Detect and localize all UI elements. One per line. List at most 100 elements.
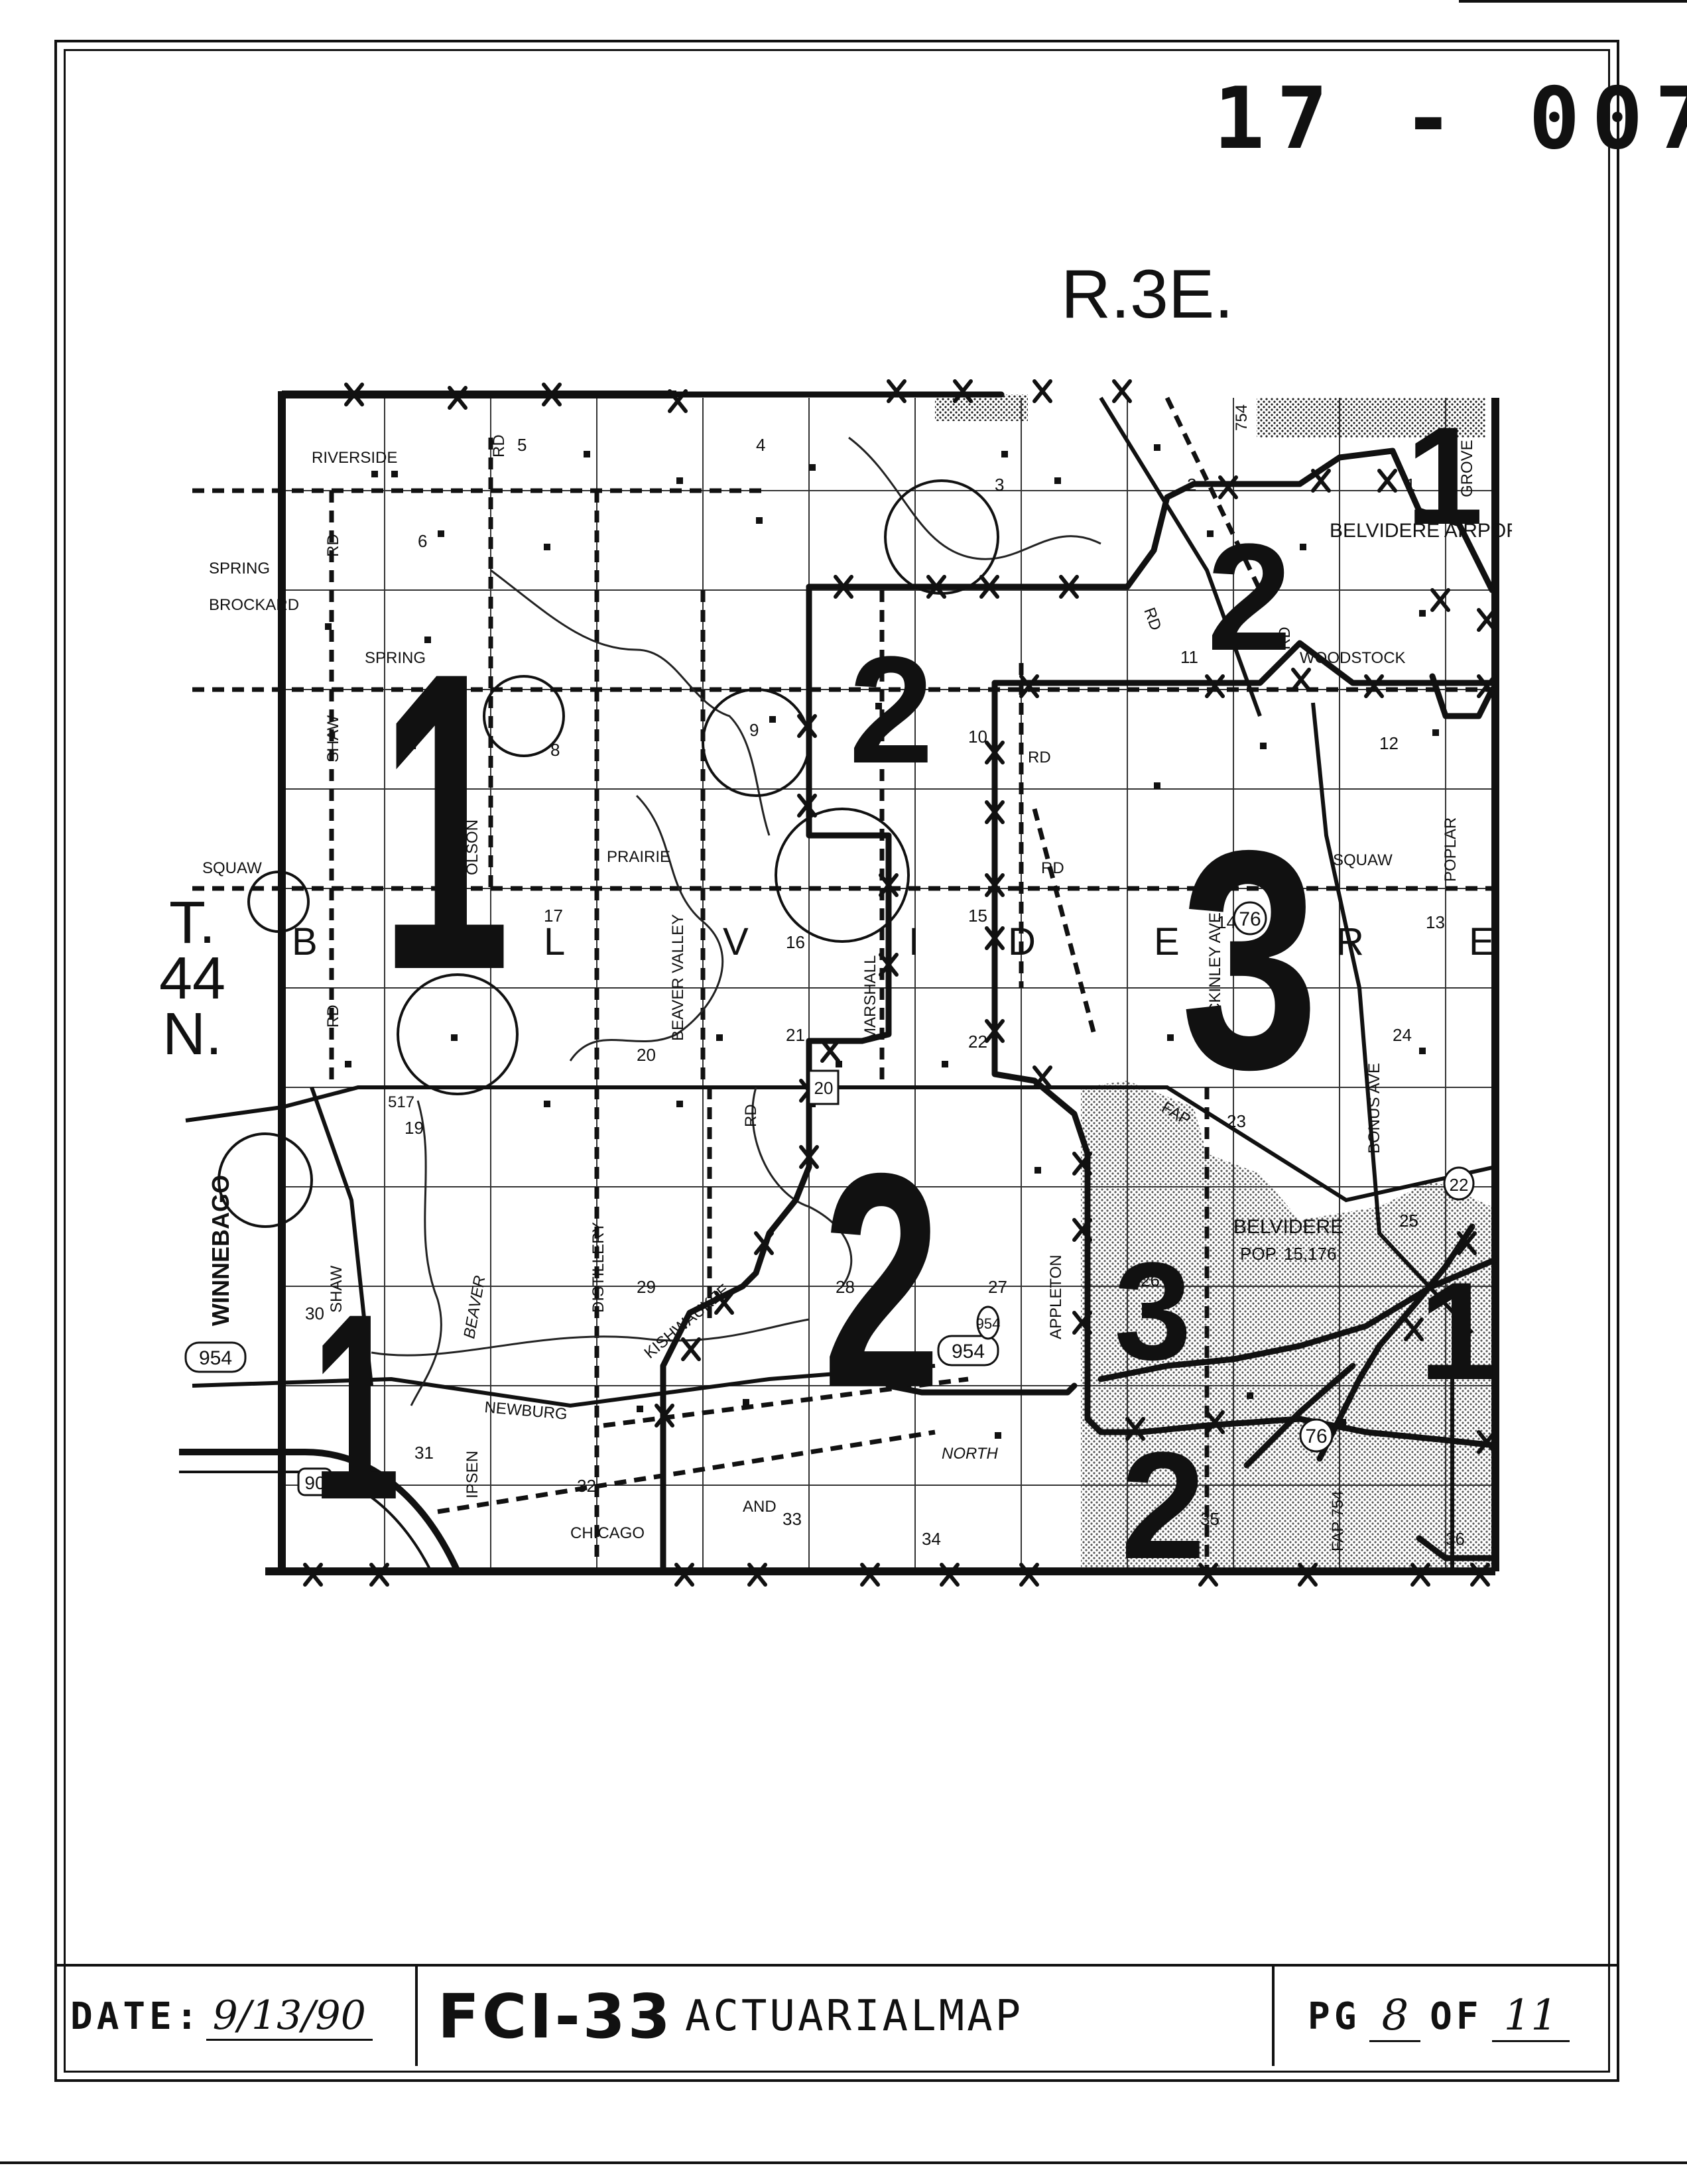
zone-numbers: 1 2 2 1 2 3 2 1 3 1 2 xyxy=(312,398,1497,1591)
bottom-edge-rule xyxy=(0,2161,1687,2164)
page-number: 8 xyxy=(1369,1991,1421,2042)
actuarial-map: 76 76 954 954 90 20 954 22 xyxy=(172,371,1512,1598)
section-number: 25 xyxy=(1399,1211,1418,1231)
road-label: SQUAW xyxy=(202,859,262,877)
route-shields: 76 76 954 954 90 20 954 22 xyxy=(184,901,1475,1496)
section-numbers: 6 5 4 3 2 1 7 8 9 10 11 12 18 17 16 15 1… xyxy=(305,435,1465,1549)
section-number: 28 xyxy=(836,1277,855,1297)
zone-number: 1 xyxy=(1406,398,1483,554)
section-number: 16 xyxy=(786,932,805,952)
section-number: 8 xyxy=(550,740,560,760)
road-label: RD xyxy=(324,1004,342,1028)
road-label: BEAVER xyxy=(460,1274,489,1340)
section-number: 3 xyxy=(995,475,1004,495)
section-number: 29 xyxy=(637,1277,656,1297)
place-labels: BELVIDERE AIRPORT BELVIDERE POP. 15,176 xyxy=(1233,520,1512,1264)
township-line-2: 44 xyxy=(158,945,226,1012)
route-shield-954-east: 954 xyxy=(937,1335,999,1366)
road-label: POPLAR xyxy=(1442,818,1460,882)
road-label: SHAW xyxy=(324,715,342,762)
township-line-1: T. xyxy=(168,890,216,956)
section-number: 31 xyxy=(414,1443,434,1463)
road-label: SPRING xyxy=(365,649,426,667)
date-cell: DATE: 9/13/90 xyxy=(54,1967,418,2066)
zone-number: 3 xyxy=(1114,1233,1192,1389)
svg-text:22: 22 xyxy=(1450,1175,1469,1195)
township-line-3: N. xyxy=(162,1001,222,1067)
route-shield-954-west: 954 xyxy=(184,1341,247,1373)
svg-text:20: 20 xyxy=(814,1078,834,1098)
road-label: MARSHALL xyxy=(861,955,879,1041)
section-number: 33 xyxy=(782,1509,802,1529)
road-label: PRAIRIE xyxy=(607,848,670,866)
section-number: 32 xyxy=(577,1476,596,1496)
section-number: 14 xyxy=(1217,912,1236,932)
section-number: 1 xyxy=(1406,475,1415,495)
zone-number: 2 xyxy=(1207,512,1292,682)
rivers xyxy=(371,436,1101,1406)
road-label: RD xyxy=(1041,859,1064,877)
road-label: WINNEBAGO xyxy=(207,1175,234,1326)
road-label: BEAVER VALLEY xyxy=(669,914,687,1041)
road-label: RD xyxy=(1140,605,1164,633)
route-shield-22: 22 xyxy=(1443,1166,1475,1201)
road-label: RD xyxy=(490,434,508,457)
road-label: APPLETON xyxy=(1047,1254,1065,1339)
county-letter: V xyxy=(723,920,749,963)
section-number: 19 xyxy=(405,1118,424,1138)
range-label: R.3E. xyxy=(1061,256,1234,333)
route-shield-76-north: 76 xyxy=(1233,901,1267,936)
city-population: POP. 15,176 xyxy=(1240,1244,1337,1264)
zone-number: 1 xyxy=(381,584,511,1058)
section-number: 36 xyxy=(1446,1529,1465,1549)
county-letter: L xyxy=(544,920,565,963)
svg-text:76: 76 xyxy=(1239,908,1261,930)
zone-number: 2 xyxy=(822,1111,941,1451)
section-number: 27 xyxy=(988,1277,1007,1297)
road-label: BONUS AVE xyxy=(1365,1063,1383,1154)
zone-boundaries xyxy=(461,391,1499,1575)
county-name-letters: B E L V I D E R E xyxy=(292,920,1495,963)
section-number: 18 xyxy=(401,926,420,945)
page-cell: PG 8 OF 11 xyxy=(1275,1967,1619,2066)
section-number: 30 xyxy=(305,1304,324,1323)
document-number: 17 - 007 xyxy=(1214,70,1687,168)
page-border-inner xyxy=(64,49,1610,2073)
zone-number: 3 xyxy=(1180,786,1319,1134)
route-shield-954-mid: 954 xyxy=(976,1305,1000,1340)
route-517-label: 517 xyxy=(388,1093,414,1111)
road-label: BROCKARD xyxy=(209,596,299,614)
form-title: ACTUARIALMAP xyxy=(684,1992,1024,2041)
section-number: 26 xyxy=(1141,1270,1160,1290)
road-label: RD xyxy=(742,1104,760,1127)
section-number: 9 xyxy=(749,720,759,740)
highways xyxy=(185,396,1496,1571)
section-number: 15 xyxy=(968,906,987,926)
fap-754-label: FAP 754 xyxy=(1329,1490,1347,1551)
county-letter: D xyxy=(1008,920,1036,963)
road-label: NORTH xyxy=(942,1445,999,1463)
section-number: 24 xyxy=(1393,1025,1412,1045)
date-value: 9/13/90 xyxy=(206,1992,373,2041)
section-number: 34 xyxy=(922,1529,941,1549)
route-754-label: 754 xyxy=(1233,404,1251,431)
section-number: 12 xyxy=(1379,733,1399,753)
page-of: OF xyxy=(1430,1994,1483,2038)
road-label: GROVE xyxy=(1458,440,1476,497)
section-number: 17 xyxy=(544,906,563,926)
road-label: SHAW xyxy=(328,1266,345,1313)
misc-labels: 517 FAP FAP 754 754 RD xyxy=(388,404,1347,1551)
section-number: 7 xyxy=(411,733,420,753)
county-letter: E xyxy=(1154,920,1180,963)
road-label: RD xyxy=(324,534,342,557)
county-letter: E xyxy=(444,920,470,963)
section-number: 4 xyxy=(756,435,765,455)
page-total: 11 xyxy=(1491,1991,1570,2042)
road-label: SPRING xyxy=(209,560,270,577)
route-shield-90: 90 xyxy=(297,1467,333,1496)
section-number: 23 xyxy=(1227,1111,1246,1131)
road-label: MCKINLEY AVE xyxy=(1206,912,1224,1028)
section-number: 22 xyxy=(968,1032,987,1052)
road-label: AND xyxy=(743,1498,777,1516)
township-label: T. 44 N. xyxy=(143,890,242,1067)
